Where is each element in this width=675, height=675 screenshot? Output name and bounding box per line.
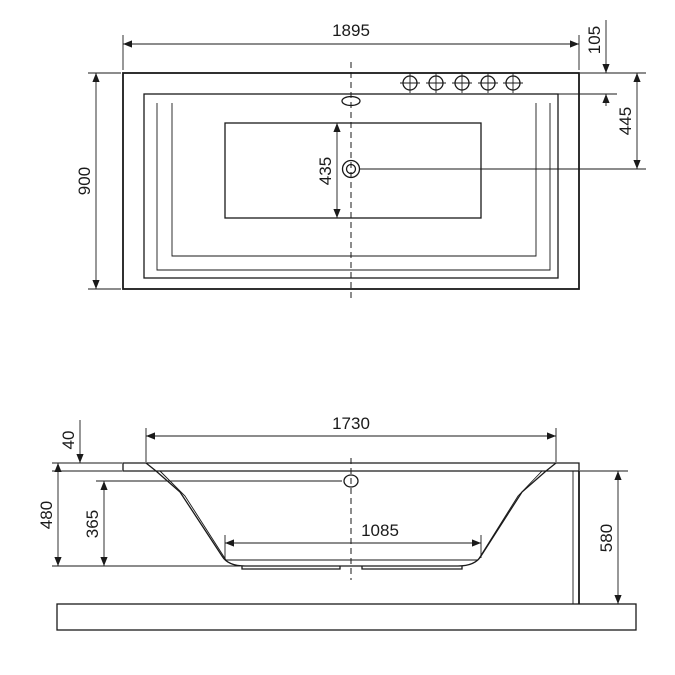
- tap-hole-icon: [503, 73, 523, 93]
- top-view: 1895 900 105 445 435: [75, 20, 646, 298]
- dim-rim-offset: 105: [520, 20, 617, 106]
- dim-leg-height: 580: [580, 470, 628, 605]
- dim-inner-offset: 435: [316, 123, 341, 218]
- overall-height-label: 480: [37, 501, 56, 529]
- dim-drain-offset: 445: [360, 72, 646, 170]
- rim-height-label: 40: [59, 431, 78, 450]
- drain-outer-icon: [341, 159, 361, 179]
- dim-overall-length: 1895: [122, 21, 580, 70]
- dim-top-length: 1730: [145, 414, 557, 462]
- leg-height-label: 580: [597, 524, 616, 552]
- rim-offset-label: 105: [585, 26, 604, 54]
- drain-inner-icon: [345, 163, 357, 175]
- side-view: 1730 40 480 365 1085: [37, 414, 637, 631]
- tap-hole-icon: [426, 73, 446, 93]
- tap-hole-icon: [452, 73, 472, 93]
- dim-inner-depth: 365: [83, 480, 342, 566]
- drain-offset-label: 445: [616, 107, 635, 135]
- tub-inner-wall: [171, 103, 537, 257]
- tub-base-feet: [241, 566, 463, 570]
- tap-hole-icon: [400, 73, 420, 93]
- tub-bottom-panel: [224, 122, 482, 219]
- dim-overall-width: 900: [75, 72, 121, 290]
- tub-inner-profile: [159, 470, 543, 561]
- overflow-hole-icon: [341, 95, 361, 107]
- tub-floor-outline: [156, 103, 551, 271]
- dim-overall-height: 480: [37, 463, 240, 567]
- overall-width-label: 900: [75, 167, 94, 195]
- inner-offset-label: 435: [316, 157, 335, 185]
- dim-rim-height: 40: [52, 420, 122, 472]
- overall-length-label: 1895: [332, 21, 370, 40]
- inner-depth-label: 365: [83, 510, 102, 538]
- top-length-label: 1730: [332, 414, 370, 433]
- overflow-hole-side-icon: [343, 474, 359, 488]
- tap-hole-icon: [478, 73, 498, 93]
- floor-slab: [56, 603, 637, 631]
- tap-holes-group: [400, 73, 523, 93]
- bottom-length-label: 1085: [361, 521, 399, 540]
- dim-bottom-length: 1085: [224, 521, 482, 558]
